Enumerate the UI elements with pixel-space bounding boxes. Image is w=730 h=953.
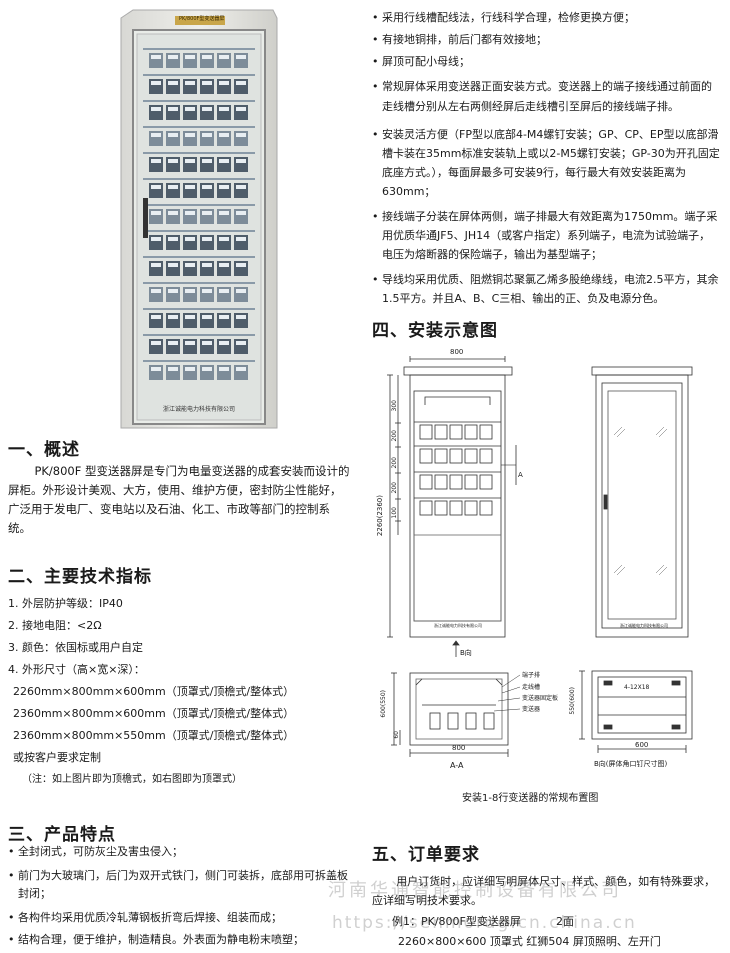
feature-item: •前门为大玻璃门，后门为双开式铁门，侧门可装拆，底部用可拆盖板封闭；: [8, 869, 348, 900]
section-overview-title: 一、概述: [8, 440, 80, 460]
watermark-url: https://senmordg.cn.china.cn: [332, 913, 637, 933]
dim-width: 800: [450, 348, 464, 356]
size-note: （注：如上图片即为顶檐式，如右图即为顶罩式）: [22, 774, 242, 785]
size-option: 2360mm×800mm×600mm（顶罩式/顶檐式/整体式）: [13, 707, 295, 720]
order-example-spec: 2260×800×600 顶罩式 红狮504 屏顶照明、左开门: [398, 935, 661, 948]
dim-base-width: 800: [452, 744, 466, 752]
size-option: 或按客户要求定制: [13, 751, 101, 764]
dim-200: 200: [391, 457, 398, 469]
watermark-company: 河南华通智能控制设备有限公司: [328, 880, 622, 901]
features-list: •全封闭式，可防灰尘及害虫侵入； •前门为大玻璃门，后门为双开式铁门，侧门可装拆…: [8, 845, 348, 947]
aa-label: A-A: [450, 761, 464, 770]
spec-item: 3. 颜色：依国标或用户自定: [8, 641, 143, 654]
specs-list: 1. 外层防护等级：IP40 2. 接地电阻：<2Ω 3. 颜色：依国标或用户自…: [8, 597, 358, 795]
feature-item: •常规屏体采用变送器正面安装方式。变送器上的端子接线通过前面的走线槽分别从左右两…: [372, 80, 712, 113]
feature-item: •全封闭式，可防灰尘及害虫侵入；: [8, 845, 183, 858]
feature-item: •安装灵活方便（FP型以底部4-M4螺钉安装；GP、CP、EP型以底部滑槽卡装在…: [372, 128, 720, 198]
spec-item: 1. 外层防护等级：IP40: [8, 597, 123, 610]
install-diagram: 800 2260(2360) 300 200 200 200 100 A 浙江诚…: [370, 345, 720, 775]
label-terminal: 端子排: [522, 672, 541, 679]
cabinet-photo: PK/800F型变送器屏 浙江诚能电力科技有限公司: [113, 8, 283, 433]
cabinet-maker: 浙江诚能电力科技有限公司: [163, 406, 236, 413]
diagram-caption: 安装1-8行变送器的常规布置图: [462, 793, 599, 804]
order-body: 用户订货时，应详细写明屏体尺寸、样式、颜色，如有特殊要求，应详细写明技术要求。: [372, 875, 716, 907]
section-features-title: 三、产品特点: [8, 825, 116, 845]
dim-60: 60: [393, 731, 400, 739]
section-specs-title: 二、主要技术指标: [8, 567, 152, 587]
spec-item: 4. 外形尺寸（高×宽×深）：: [8, 663, 145, 676]
order-example-qty: 2面: [556, 915, 574, 928]
order-example-label: 例1：PK/800F型变送器屏: [392, 915, 521, 928]
b-view-label: B向: [460, 649, 472, 657]
b-view-note: B向(屏体角口钉尺寸图): [594, 760, 668, 768]
spec-item: 2. 接地电阻：<2Ω: [8, 619, 102, 632]
dim-height: 2260(2360): [376, 495, 384, 537]
feature-item: •采用行线槽配线法，行线科学合理，检修更换方便；: [372, 11, 635, 24]
size-option: 2260mm×800mm×600mm（顶罩式/顶檐式/整体式）: [13, 685, 295, 698]
right-features-list: •采用行线槽配线法，行线科学合理，检修更换方便； •有接地铜排，前后门都有效接地…: [372, 11, 720, 308]
dim-base-depth: 550(600): [569, 687, 576, 715]
label-mount-plate: 变送器固定板: [522, 695, 559, 702]
size-option: 2360mm×800mm×550mm（顶罩式/顶檐式/整体式）: [13, 729, 295, 742]
section-order-title: 五、订单要求: [372, 845, 480, 865]
section-install-title: 四、安装示意图: [372, 321, 498, 341]
feature-item: •屏顶可配小母线；: [372, 55, 470, 68]
hole-spec: 4-12X18: [624, 684, 650, 691]
front-maker-label: 浙江诚能电力科技有限公司: [434, 623, 482, 628]
section-overview-body: PK/800F 型变送器屏是专门为电量变送器的成套安装而设计的屏柜。外形设计美观…: [8, 464, 350, 535]
feature-item: •有接地铜排，前后门都有效接地；: [372, 33, 547, 46]
dim-600: 600: [635, 741, 649, 749]
a-mark: A: [518, 471, 523, 479]
dim-200: 200: [391, 482, 398, 494]
feature-item: •结构合理，便于维护，制造精良。外表面为静电粉末喷塑；: [8, 933, 304, 946]
cabinet-nameplate: PK/800F型变送器屏: [179, 16, 225, 22]
feature-item: •接线端子分装在屏体两侧，端子排最大有效距离为1750mm。端子采用优质华通JF…: [372, 210, 718, 261]
back-maker-label: 浙江诚能电力科技有限公司: [620, 623, 668, 628]
label-transmitter: 变送器: [522, 706, 541, 713]
feature-item: •各构件均采用优质冷轧薄钢板折弯后焊接、组装而成；: [8, 911, 282, 924]
dim-depth: 600(550): [380, 690, 387, 718]
feature-item: •导线均采用优质、阻燃铜芯聚氯乙烯多股绝缘线，电流2.5平方，其余1.5平方。并…: [372, 273, 719, 305]
dim-300: 300: [391, 400, 398, 412]
label-wireduct: 走线槽: [522, 684, 541, 691]
dim-200: 200: [391, 430, 398, 442]
dim-100: 100: [391, 507, 398, 519]
